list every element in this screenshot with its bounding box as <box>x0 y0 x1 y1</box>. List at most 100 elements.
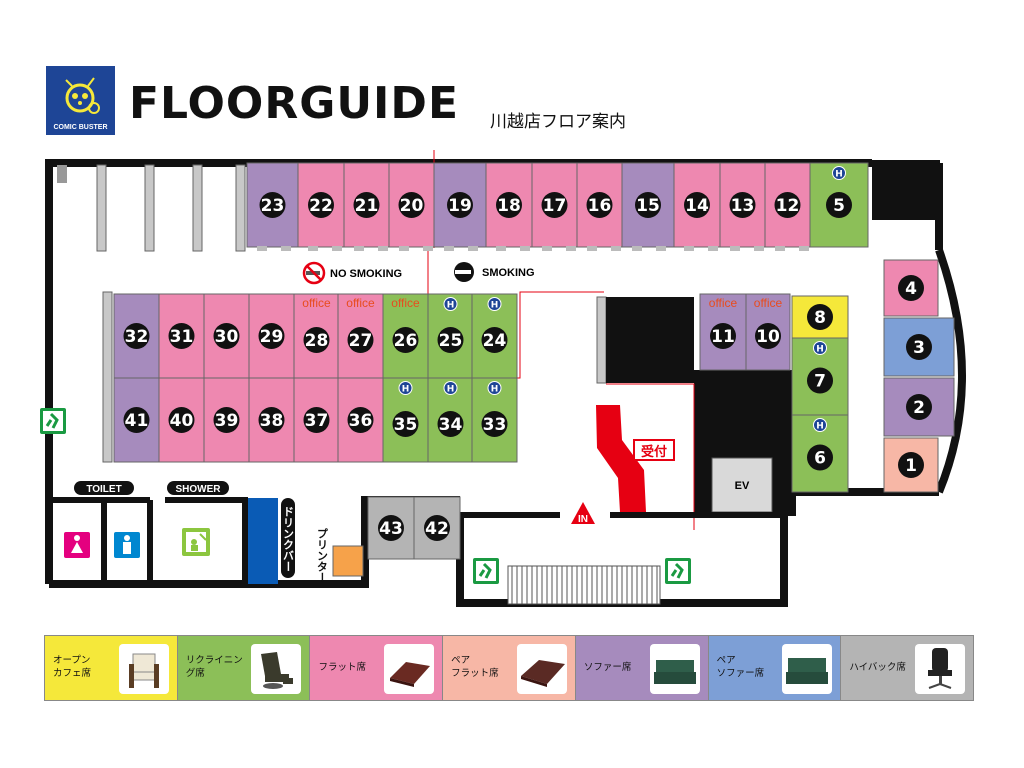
printer[interactable] <box>332 545 364 577</box>
seat-22[interactable]: 22 <box>297 162 345 248</box>
pillar <box>872 160 940 220</box>
seat-14[interactable]: 14 <box>673 162 721 248</box>
seat-number-badge <box>353 192 380 218</box>
legend-item: オープン カフェ席 <box>45 636 178 700</box>
seat-number: 7 <box>814 372 826 392</box>
seat-1[interactable]: 1 <box>883 437 939 493</box>
seat-number: 20 <box>400 196 424 216</box>
office-chair-photo <box>915 644 966 694</box>
drink-bar[interactable] <box>248 498 278 584</box>
recliner-photo <box>251 644 302 694</box>
seat-number: 30 <box>215 327 239 347</box>
seat-number-badge <box>258 407 285 433</box>
seat-number: 10 <box>756 327 780 347</box>
flat-mat-photo <box>384 644 435 694</box>
seat-18[interactable]: 18 <box>485 162 533 248</box>
seat-number-badge <box>123 407 150 433</box>
elevator[interactable] <box>711 457 773 513</box>
seat-shelf-tabs <box>257 246 809 251</box>
seat-number: 36 <box>349 411 373 431</box>
highchair-h-label: H <box>447 385 455 395</box>
seat-number-badge <box>586 192 613 218</box>
seat-number: 29 <box>260 327 284 347</box>
reception-sign <box>633 439 675 461</box>
seat-number: 32 <box>125 327 149 347</box>
seat-19[interactable]: 19 <box>433 162 487 248</box>
seat-34[interactable]: 34H <box>427 377 474 463</box>
seat-38[interactable]: 38 <box>248 377 295 463</box>
seat-39[interactable]: 39 <box>203 377 250 463</box>
seat-number-badge <box>213 407 240 433</box>
seat-16[interactable]: 16 <box>576 162 623 248</box>
seat-number-badge <box>347 407 374 433</box>
seat-25[interactable]: 25H <box>427 293 474 379</box>
seat-11[interactable]: 11 office <box>699 293 747 371</box>
seat-41[interactable]: 41 <box>113 377 160 463</box>
shower-icon[interactable] <box>182 528 210 556</box>
seat-20[interactable]: 20 <box>388 162 435 248</box>
seat-23[interactable]: 23 <box>246 162 299 248</box>
seat-17[interactable]: 17 <box>531 162 578 248</box>
seat-7[interactable]: 7H <box>791 337 849 416</box>
seat-number: 43 <box>379 519 403 539</box>
seat-number: 33 <box>483 415 507 435</box>
seat-number: 13 <box>731 196 755 216</box>
seat-5[interactable]: 5H <box>809 162 869 248</box>
seat-31[interactable]: 31 <box>158 293 205 379</box>
seat-4[interactable]: 4 <box>883 259 939 317</box>
toilet-sign: TOILET <box>74 481 134 495</box>
entrance-wall <box>462 512 784 518</box>
seat-number: 41 <box>125 411 149 431</box>
seat-number-badge <box>123 323 150 349</box>
floor-plan: EV 受付 IN <box>40 150 966 607</box>
seat-35[interactable]: 35H <box>382 377 429 463</box>
seat-10[interactable]: 10 office <box>745 293 791 371</box>
seat-30[interactable]: 30 <box>203 293 250 379</box>
seat-number: 23 <box>261 196 285 216</box>
seat-number-badge <box>437 327 464 353</box>
emergency-exit-icon <box>665 558 691 584</box>
seat-number-badge <box>347 327 374 353</box>
entrance-marker[interactable]: IN <box>571 502 595 525</box>
seat-6[interactable]: 6H <box>791 414 849 493</box>
office-label: office <box>302 296 331 310</box>
seat-40[interactable]: 40 <box>158 377 205 463</box>
seat-number: 11 <box>711 327 735 347</box>
comic-buster-logo: COMIC BUSTER <box>46 66 115 135</box>
seat-12[interactable]: 12 <box>764 162 811 248</box>
office-label: office <box>709 296 738 310</box>
seat-3[interactable]: 3 <box>883 317 955 377</box>
seat-number: 24 <box>483 331 507 351</box>
legend-label: ハイバック席 <box>849 661 906 673</box>
seat-8[interactable]: 8 <box>791 295 849 339</box>
highchair-h-label: H <box>491 301 499 311</box>
seat-24[interactable]: 24 H <box>471 293 518 379</box>
seat-number-badge <box>755 323 781 349</box>
mens-toilet-icon[interactable] <box>114 532 140 558</box>
seat-13[interactable]: 13 <box>719 162 766 248</box>
seat-number-badge <box>496 192 522 218</box>
office-label: office <box>754 296 783 310</box>
pair-mat-photo <box>516 644 567 694</box>
seat-29[interactable]: 29 <box>248 293 295 379</box>
no-smoking-icon <box>302 261 326 285</box>
seat-36[interactable]: 36 <box>337 377 384 463</box>
seat-number: 35 <box>394 415 418 435</box>
seat-21[interactable]: 21 <box>343 162 390 248</box>
seat-42[interactable]: 42 <box>413 496 461 560</box>
seat-32[interactable]: 32 <box>113 293 160 379</box>
seat-2[interactable]: 2 <box>883 377 955 437</box>
womens-toilet-icon[interactable] <box>64 532 90 558</box>
seat-43[interactable]: 43 <box>367 496 415 560</box>
seat-37[interactable]: 37 <box>293 377 340 463</box>
seat-15[interactable]: 15 <box>621 162 675 248</box>
seat-33[interactable]: 33H <box>471 377 518 463</box>
seat-number-badge <box>541 192 568 218</box>
seat-number-badge <box>898 275 924 301</box>
seat-number-badge <box>259 192 286 218</box>
highchair-h-icon <box>487 297 502 311</box>
